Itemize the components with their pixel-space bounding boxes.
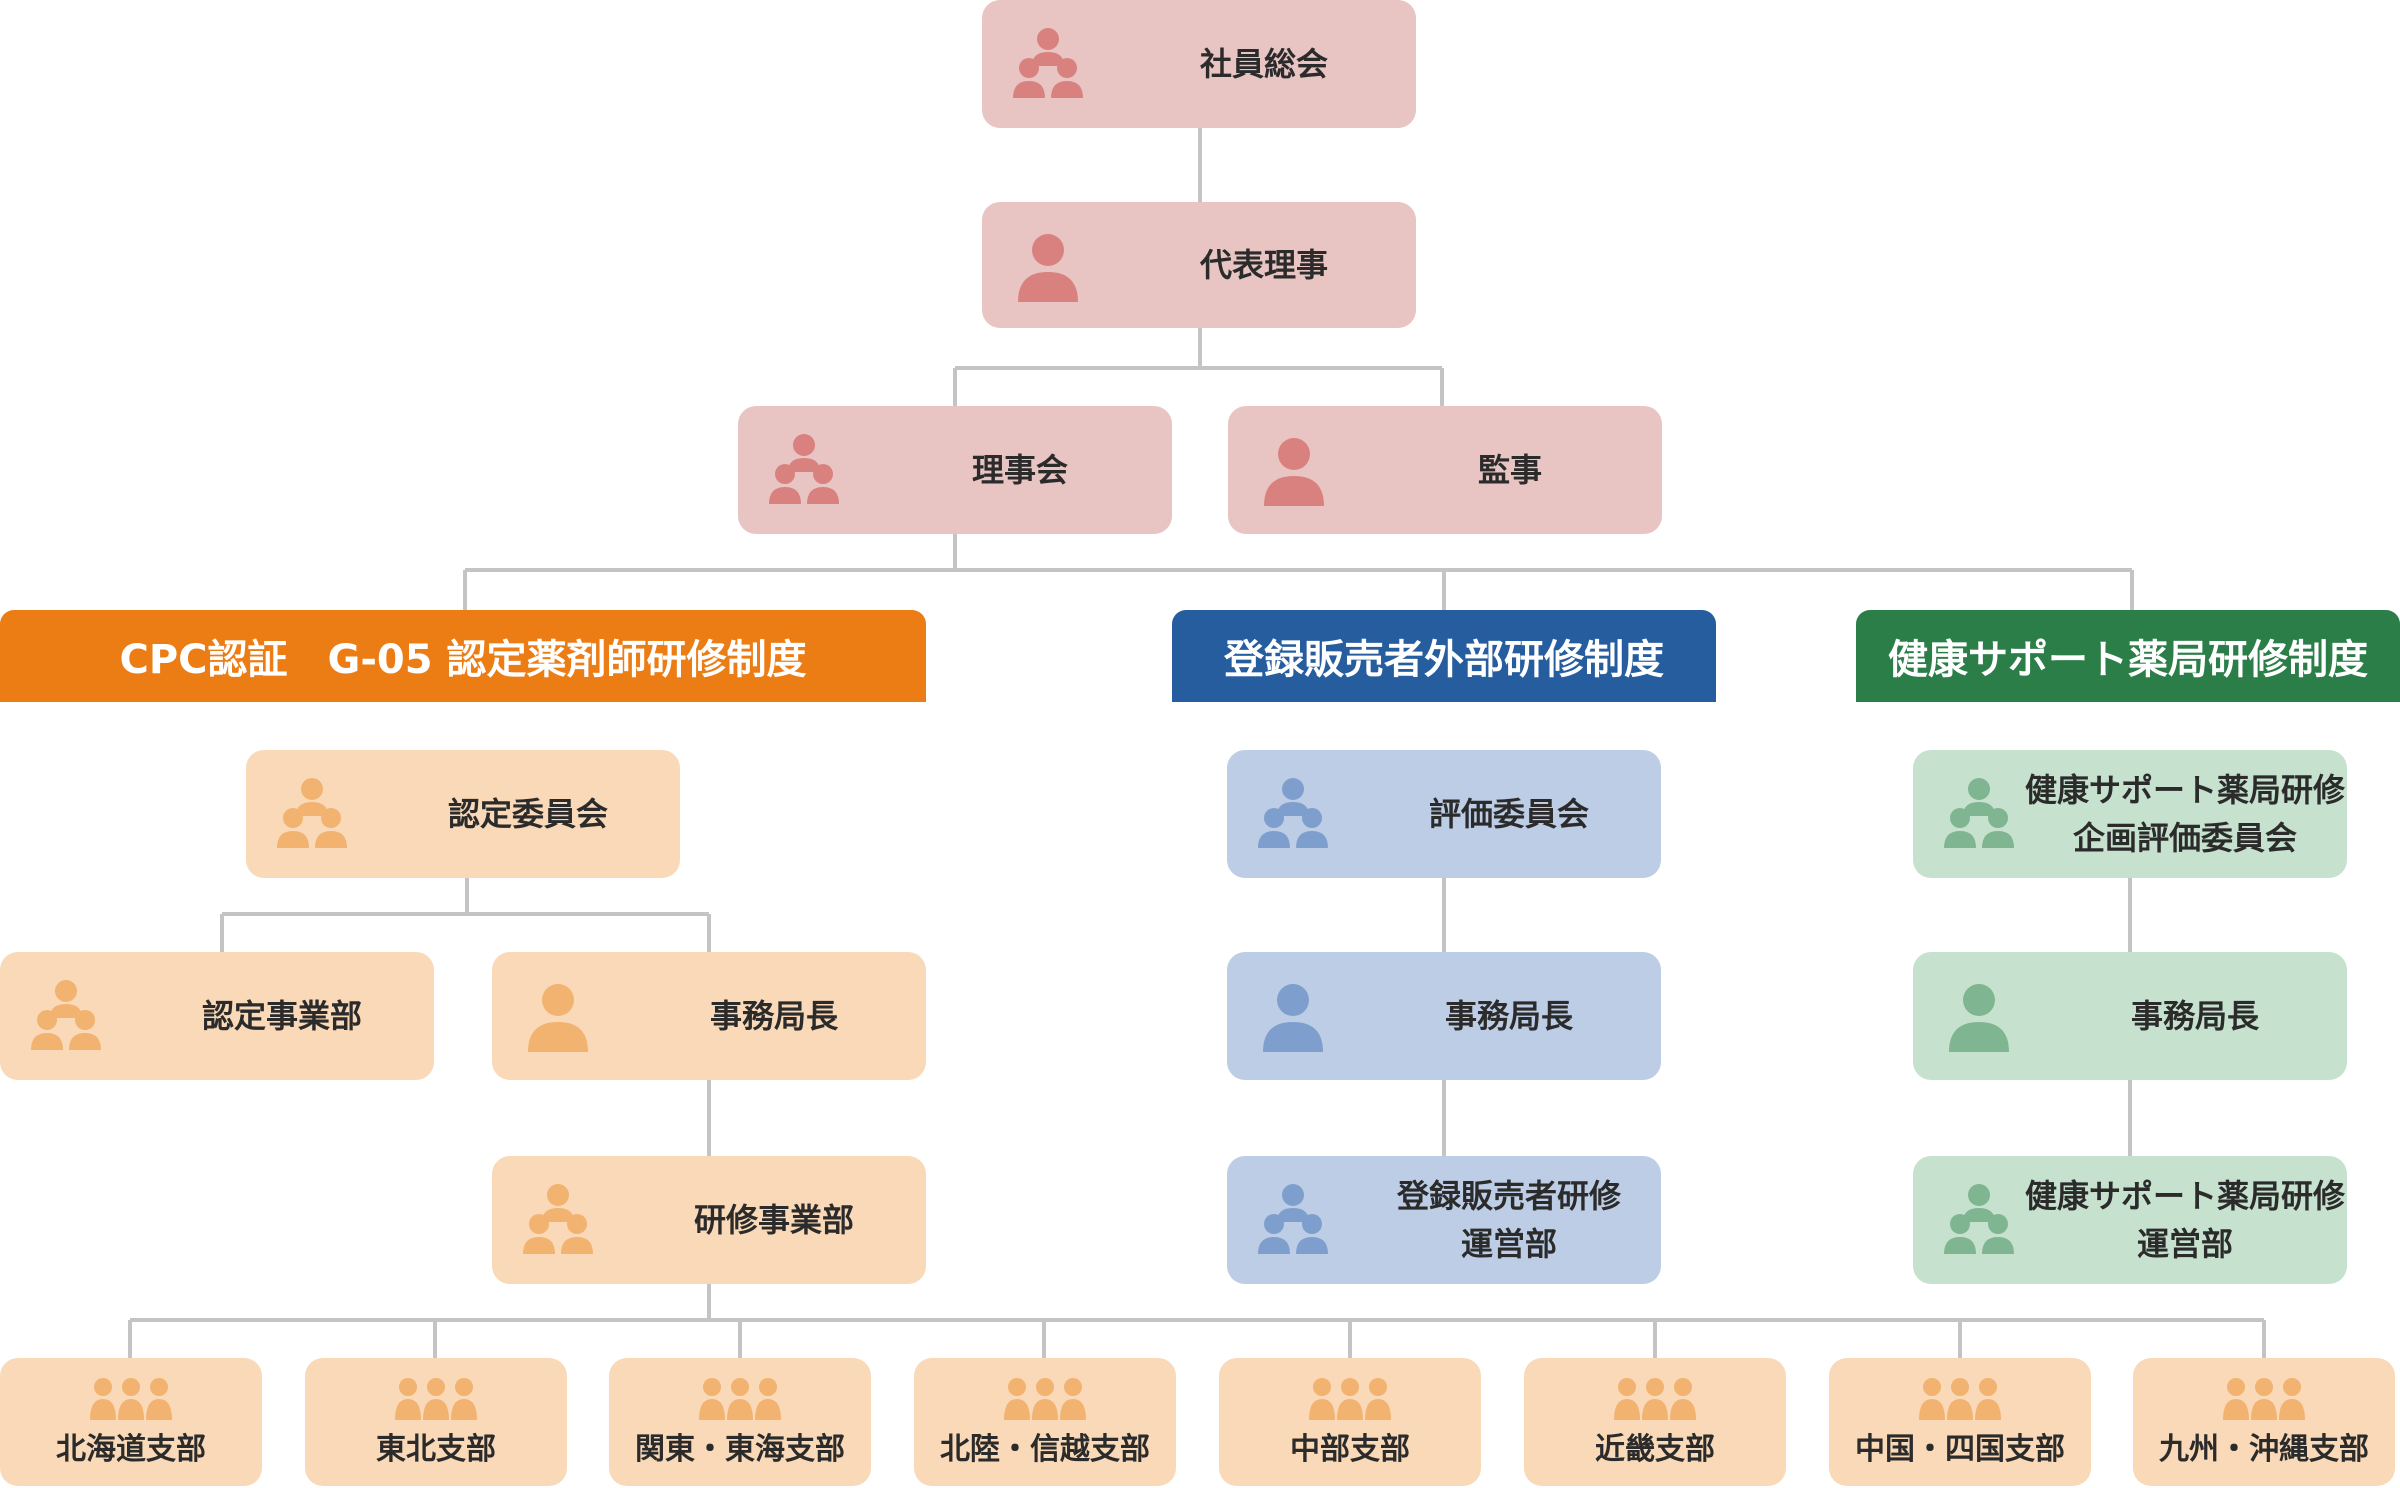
three-people-icon xyxy=(1003,1376,1087,1430)
person-icon xyxy=(518,976,598,1064)
branch-kanto-tokai: 関東・東海支部 xyxy=(609,1358,871,1486)
health-planning-committee-box: 健康サポート薬局研修 企画評価委員会 xyxy=(1913,750,2347,878)
cpc-secretary-general-label: 事務局長 xyxy=(709,997,838,1035)
auditor-label: 監事 xyxy=(1477,451,1542,489)
group-icon xyxy=(764,430,844,518)
three-people-icon xyxy=(1918,1376,2002,1430)
label-line-2: 企画評価委員会 xyxy=(2072,819,2297,857)
three-people-icon xyxy=(89,1376,173,1430)
person-icon xyxy=(1253,976,1333,1064)
branch-label: 近畿支部 xyxy=(1595,1432,1715,1467)
branch-kinki: 近畿支部 xyxy=(1524,1358,1786,1486)
certification-committee-label: 認定委員会 xyxy=(447,795,608,833)
branch-label: 北陸・信越支部 xyxy=(940,1432,1150,1467)
group-icon xyxy=(26,976,106,1064)
three-people-icon xyxy=(1308,1376,1392,1430)
certification-dept-label: 認定事業部 xyxy=(201,997,362,1035)
evaluation-committee-label: 評価委員会 xyxy=(1428,795,1589,833)
general-meeting-label: 社員総会 xyxy=(1199,45,1328,83)
branch-hokkaido: 北海道支部 xyxy=(0,1358,262,1486)
branch-label: 中部支部 xyxy=(1290,1432,1410,1467)
branch-tohoku: 東北支部 xyxy=(305,1358,567,1486)
auditor-box: 監事 xyxy=(1228,406,1662,534)
health-program-banner: 健康サポート薬局研修制度 xyxy=(1856,610,2400,702)
health-training-ops-box: 健康サポート薬局研修 運営部 xyxy=(1913,1156,2347,1284)
group-icon xyxy=(1253,1180,1333,1268)
register-secretary-general-box: 事務局長 xyxy=(1227,952,1661,1080)
register-secretary-general-label: 事務局長 xyxy=(1444,997,1573,1035)
register-training-ops-box: 登録販売者研修 運営部 xyxy=(1227,1156,1661,1284)
three-people-icon xyxy=(2222,1376,2306,1430)
group-icon xyxy=(1939,1180,2019,1268)
branch-hokuriku-shinetsu: 北陸・信越支部 xyxy=(914,1358,1176,1486)
representative-director-box: 代表理事 xyxy=(982,202,1416,328)
person-icon xyxy=(1939,976,2019,1064)
label-line-1: 健康サポート薬局研修 xyxy=(2024,771,2345,809)
label-line-2: 運営部 xyxy=(2136,1225,2233,1263)
label-line-1: 健康サポート薬局研修 xyxy=(2024,1177,2345,1215)
branch-kyushu-okinawa: 九州・沖縄支部 xyxy=(2133,1358,2395,1486)
cpc-program-banner: CPC認証 G-05 認定薬剤師研修制度 xyxy=(0,610,926,702)
board-box: 理事会 xyxy=(738,406,1172,534)
group-icon xyxy=(1939,774,2019,862)
training-dept-label: 研修事業部 xyxy=(693,1201,854,1239)
three-people-icon xyxy=(394,1376,478,1430)
group-icon xyxy=(518,1180,598,1268)
branch-chugoku-shikoku: 中国・四国支部 xyxy=(1829,1358,2091,1486)
cpc-secretary-general-box: 事務局長 xyxy=(492,952,926,1080)
health-planning-committee-label: 健康サポート薬局研修 企画評価委員会 xyxy=(2023,750,2347,878)
branch-chubu: 中部支部 xyxy=(1219,1358,1481,1486)
group-icon xyxy=(1253,774,1333,862)
health-secretary-general-box: 事務局長 xyxy=(1913,952,2347,1080)
general-meeting-box: 社員総会 xyxy=(982,0,1416,128)
group-icon xyxy=(272,774,352,862)
three-people-icon xyxy=(1613,1376,1697,1430)
board-label: 理事会 xyxy=(971,451,1068,489)
three-people-icon xyxy=(698,1376,782,1430)
label-line-1: 登録販売者研修 xyxy=(1396,1177,1621,1215)
health-training-ops-label: 健康サポート薬局研修 運営部 xyxy=(2023,1156,2347,1284)
certification-committee-box: 認定委員会 xyxy=(246,750,680,878)
register-training-ops-label: 登録販売者研修 運営部 xyxy=(1357,1156,1661,1284)
branch-label: 東北支部 xyxy=(376,1432,496,1467)
label-line-2: 運営部 xyxy=(1460,1225,1557,1263)
person-icon xyxy=(1008,226,1088,314)
certification-dept-box: 認定事業部 xyxy=(0,952,434,1080)
health-secretary-general-label: 事務局長 xyxy=(2130,997,2259,1035)
branch-label: 九州・沖縄支部 xyxy=(2159,1432,2369,1467)
group-icon xyxy=(1008,24,1088,112)
person-icon xyxy=(1254,430,1334,518)
register-program-banner: 登録販売者外部研修制度 xyxy=(1172,610,1716,702)
training-dept-box: 研修事業部 xyxy=(492,1156,926,1284)
branch-label: 中国・四国支部 xyxy=(1855,1432,2065,1467)
branch-label: 北海道支部 xyxy=(56,1432,206,1467)
branch-label: 関東・東海支部 xyxy=(635,1432,845,1467)
evaluation-committee-box: 評価委員会 xyxy=(1227,750,1661,878)
representative-director-label: 代表理事 xyxy=(1199,246,1328,284)
